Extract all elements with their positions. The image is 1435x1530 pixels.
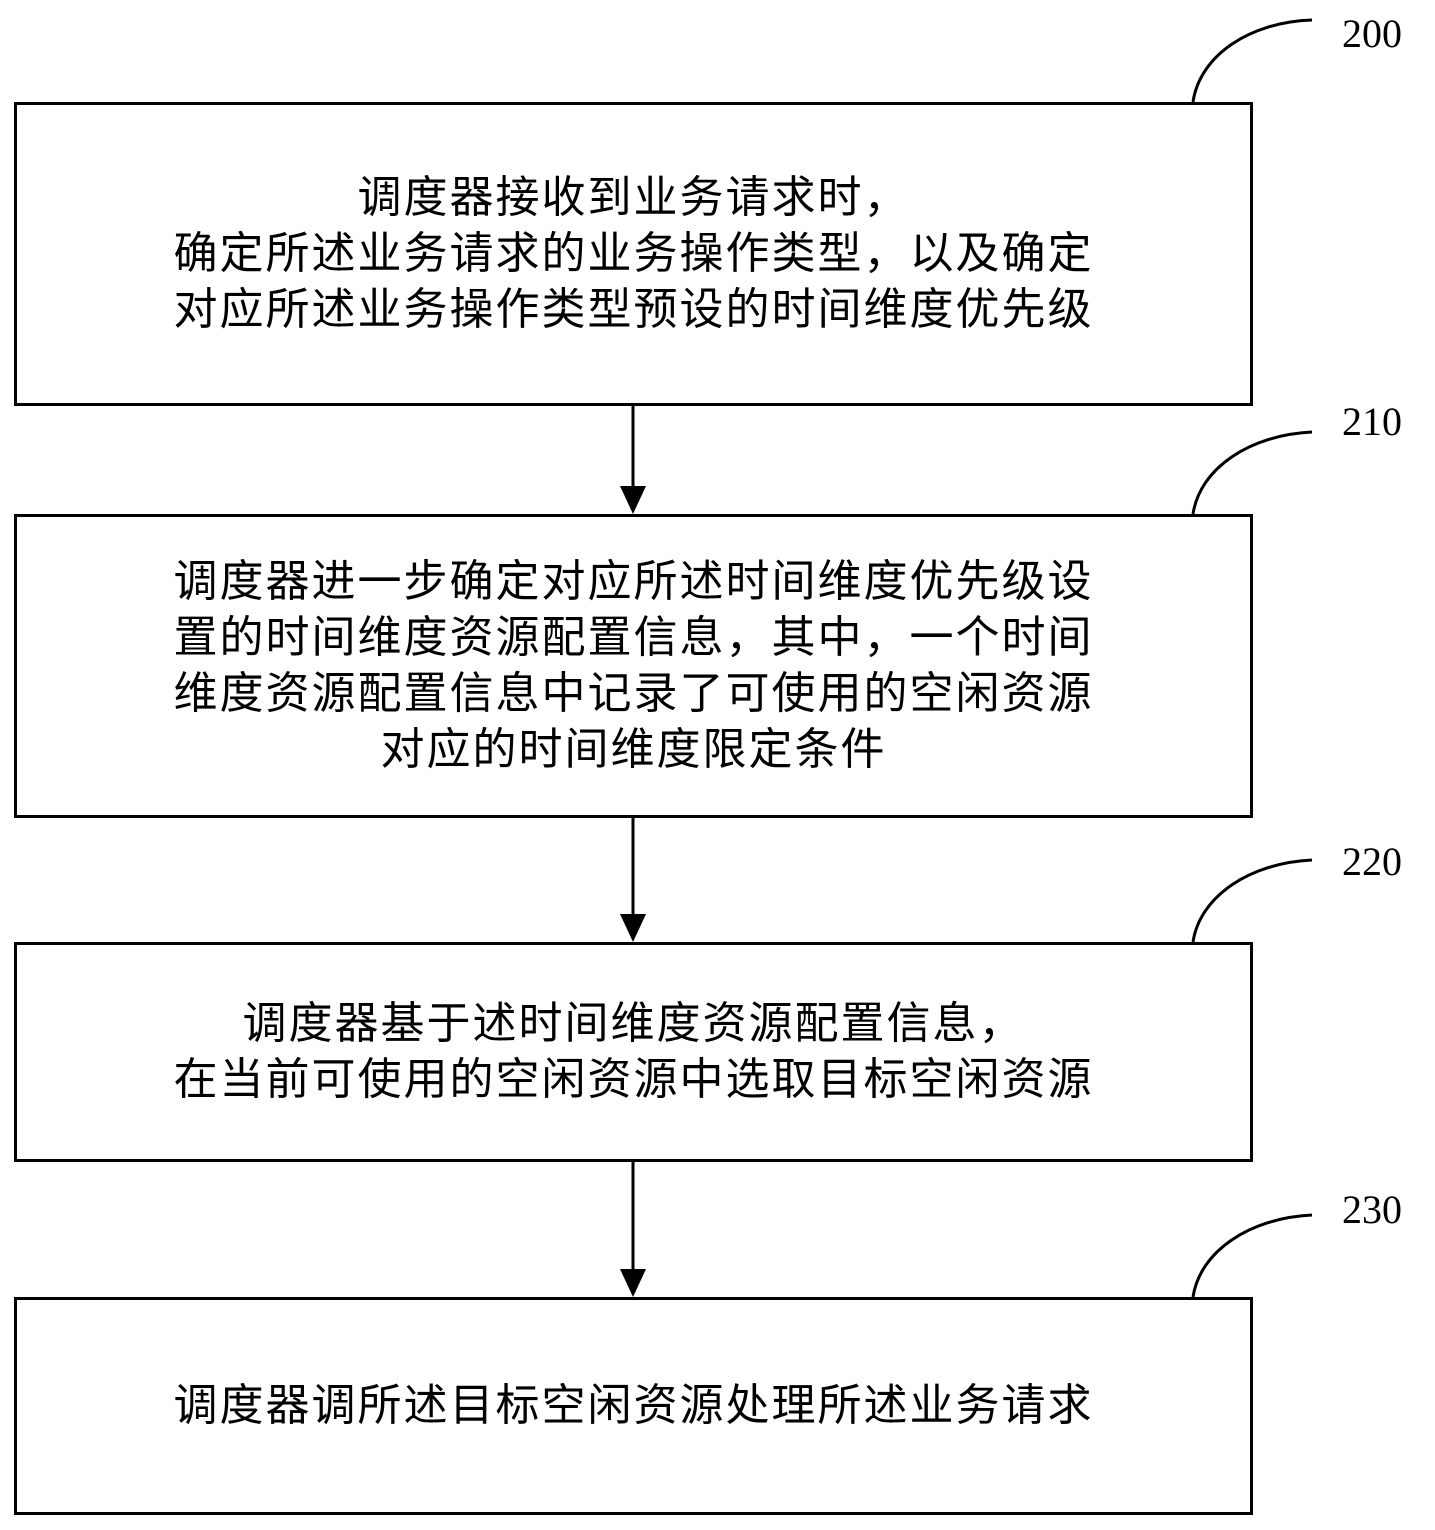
step-label-210: 210 [1342,399,1402,444]
arrowhead-210-220 [620,914,646,942]
step-text-line: 对应所述业务操作类型预设的时间维度优先级 [173,284,1094,335]
step-label-200: 200 [1342,11,1402,56]
arrowhead-220-230 [620,1269,646,1297]
leader-curve-230 [1191,1213,1313,1298]
step-box-210: 调度器进一步确定对应所述时间维度优先级设 置的时间维度资源配置信息，其中，一个时… [14,514,1253,818]
step-text-line: 置的时间维度资源配置信息，其中，一个时间 [173,612,1094,663]
step-text-line: 调度器接收到业务请求时， [357,172,910,223]
step-text-line: 调度器进一步确定对应所述时间维度优先级设 [173,556,1094,607]
step-label-220: 220 [1342,839,1402,884]
step-text-line: 调度器调所述目标空闲资源处理所述业务请求 [173,1380,1094,1431]
arrowhead-200-210 [620,486,646,514]
step-text-line: 在当前可使用的空闲资源中选取目标空闲资源 [173,1054,1094,1105]
step-label-230: 230 [1342,1187,1402,1232]
leader-curve-200 [1191,18,1313,103]
step-box-220: 调度器基于述时间维度资源配置信息， 在当前可使用的空闲资源中选取目标空闲资源 [14,942,1253,1162]
step-text-line: 确定所述业务请求的业务操作类型，以及确定 [173,228,1094,279]
step-box-200: 调度器接收到业务请求时， 确定所述业务请求的业务操作类型，以及确定 对应所述业务… [14,102,1253,406]
leader-curve-210 [1191,430,1313,515]
leader-curve-220 [1191,858,1313,943]
step-text-line: 调度器基于述时间维度资源配置信息， [242,998,1025,1049]
step-text-line: 维度资源配置信息中记录了可使用的空闲资源 [173,668,1094,719]
step-box-230: 调度器调所述目标空闲资源处理所述业务请求 [14,1297,1253,1515]
step-text-line: 对应的时间维度限定条件 [380,724,887,775]
